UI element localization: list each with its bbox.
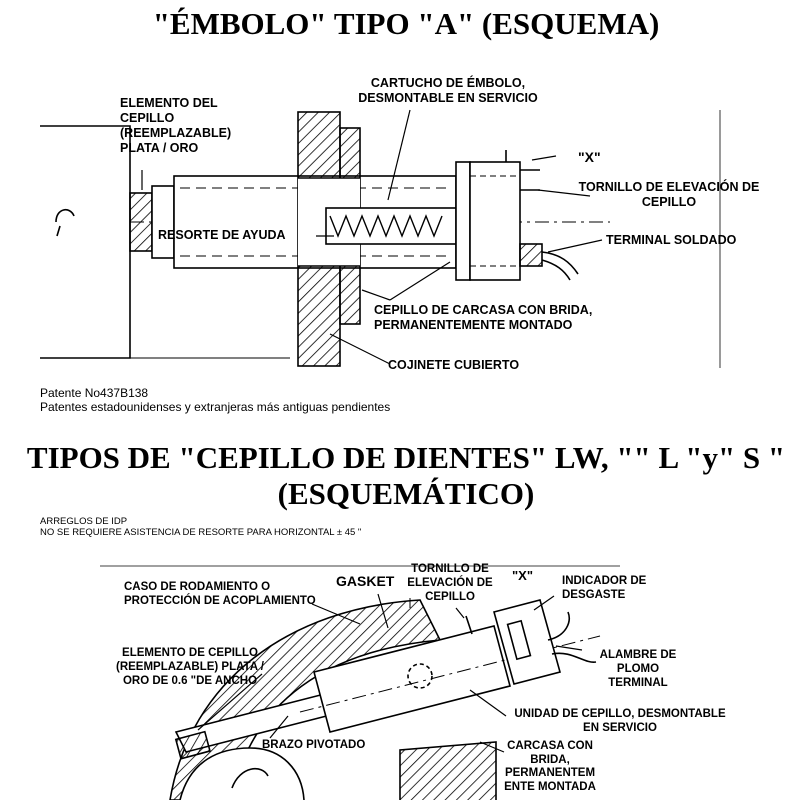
- label-assist-spring: RESORTE DE AYUDA: [158, 228, 286, 242]
- label-cartridge: CARTUCHO DE ÉMBOLO, DESMONTABLE EN SERVI…: [358, 76, 538, 105]
- patent-note: Patentes estadounidenses y extranjeras m…: [40, 400, 391, 414]
- label-lift-screw: TORNILLO DE ELEVACIÓN DE CEPILLO: [578, 180, 760, 209]
- motor-shaft-housing: [40, 125, 131, 359]
- flange-housing: [399, 741, 497, 800]
- label-pivot-arm: BRAZO PIVOTADO: [262, 739, 366, 751]
- label-x-bottom: "X": [512, 568, 533, 583]
- label-flanged-housing-bottom: CARCASA CON BRIDA, PERMANENTEM ENTE MONT…: [504, 740, 596, 793]
- label-brush-element: ELEMENTO DEL CEPILLO (REEMPLAZABLE) PLAT…: [120, 96, 232, 155]
- label-x-top: "X": [578, 149, 601, 165]
- label-lift-screw-bottom: TORNILLO DE ELEVACIÓN DE CEPILLO: [407, 563, 493, 603]
- label-wear-indicator: INDICADOR DE DESGASTE: [562, 575, 647, 601]
- note-spring: NO SE REQUIERE ASISTENCIA DE RESORTE PAR…: [40, 527, 362, 538]
- note-idp: ARREGLOS DE IDP: [40, 516, 128, 527]
- brush-unit: [313, 625, 511, 733]
- label-terminal: TERMINAL SOLDADO: [606, 233, 737, 247]
- label-lead-wire: ALAMBRE DE PLOMO TERMINAL: [599, 649, 677, 689]
- rotation-arrow: [55, 209, 75, 223]
- toothbrush-diagram: [100, 565, 620, 800]
- label-bearing: COJINETE CUBIERTO: [388, 358, 520, 372]
- label-housing-case: CASO DE RODAMIENTO O PROTECCIÓN DE ACOPL…: [124, 581, 316, 607]
- label-flanged-housing: CEPILLO DE CARCASA CON BRIDA, PERMANENTE…: [374, 303, 593, 332]
- label-brush-element-bottom: ELEMENTO DE CEPILLO (REEMPLAZABLE) PLATA…: [116, 647, 264, 687]
- terminal-cap: [469, 161, 521, 281]
- bottom-title: TIPOS DE "CEPILLO DE DIENTES" LW, "" L "…: [26, 440, 786, 511]
- top-title: "ÉMBOLO" TIPO "A" (ESQUEMA): [152, 6, 660, 41]
- assist-spring: [329, 214, 443, 238]
- plunger-diagram: [40, 109, 721, 368]
- label-gasket: GASKET: [336, 573, 395, 589]
- label-brush-unit: UNIDAD DE CEPILLO, DESMONTABLE EN SERVIC…: [514, 708, 726, 734]
- brush-element: [129, 192, 153, 252]
- patent-number: Patente No437B138: [40, 386, 149, 400]
